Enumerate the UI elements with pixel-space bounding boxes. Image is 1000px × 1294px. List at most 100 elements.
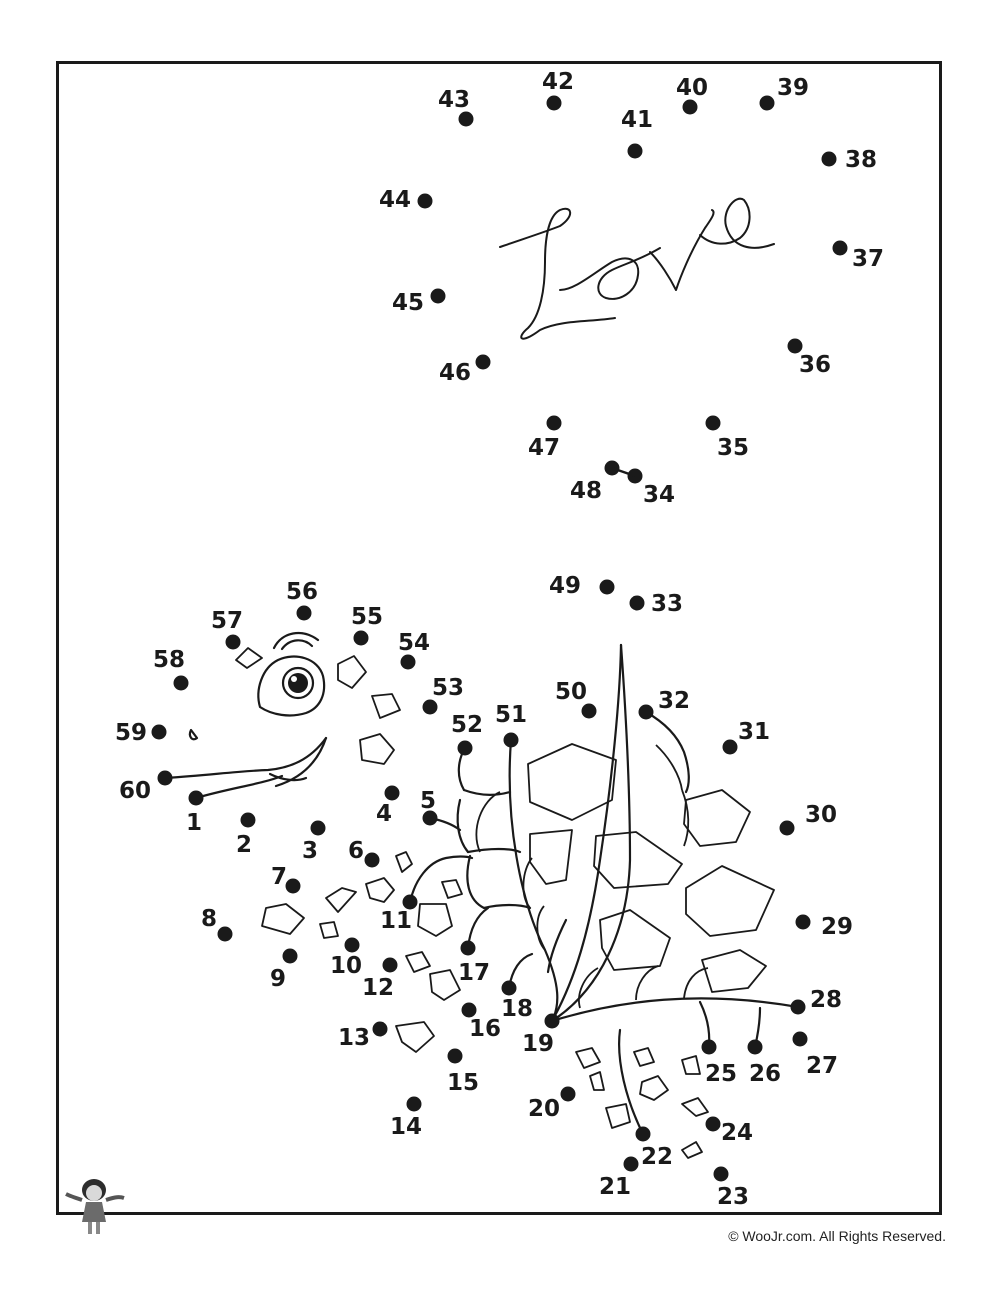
dot-label-4: 4 [376, 801, 392, 827]
dot-label-23: 23 [717, 1184, 749, 1210]
dot-label-20: 20 [528, 1096, 560, 1122]
dot-label-17: 17 [458, 960, 490, 986]
dot-4 [384, 785, 400, 801]
dot-label-51: 51 [495, 702, 527, 728]
dot-label-33: 33 [651, 591, 683, 617]
dot-label-44: 44 [379, 187, 411, 213]
dot-label-8: 8 [201, 906, 217, 932]
dot-41 [627, 143, 643, 159]
dot-46 [475, 354, 491, 370]
dot-label-2: 2 [236, 832, 252, 858]
dot-13 [372, 1021, 388, 1037]
dot-54 [400, 654, 416, 670]
dot-26 [747, 1039, 763, 1055]
dot-label-27: 27 [806, 1053, 838, 1079]
dot-20 [560, 1086, 576, 1102]
dot-55 [353, 630, 369, 646]
dot-14 [406, 1096, 422, 1112]
dot-label-59: 59 [115, 720, 147, 746]
dot-38 [821, 151, 837, 167]
worksheet-border [56, 61, 942, 1215]
dot-1 [188, 790, 204, 806]
dot-label-14: 14 [390, 1114, 422, 1140]
dot-label-12: 12 [362, 975, 394, 1001]
wing-drawing [408, 643, 800, 1136]
dot-label-35: 35 [717, 435, 749, 461]
mascot-icon [65, 1179, 125, 1234]
dot-60 [157, 770, 173, 786]
dot-label-40: 40 [676, 75, 708, 101]
dot-label-60: 60 [119, 778, 151, 804]
dot-label-31: 31 [738, 719, 770, 745]
dot-label-45: 45 [392, 290, 424, 316]
dot-label-43: 43 [438, 87, 470, 113]
dot-33 [629, 595, 645, 611]
dot-17 [460, 940, 476, 956]
dot-40 [682, 99, 698, 115]
dot-30 [779, 820, 795, 836]
dot-label-54: 54 [398, 630, 430, 656]
dot-label-7: 7 [271, 864, 287, 890]
dot-51 [503, 732, 519, 748]
dot-label-52: 52 [451, 712, 483, 738]
dot-18 [501, 980, 517, 996]
dot-29 [795, 914, 811, 930]
dot-56 [296, 605, 312, 621]
dot-label-25: 25 [705, 1061, 737, 1087]
dot-21 [623, 1156, 639, 1172]
dot-label-1: 1 [186, 810, 202, 836]
dot-9 [282, 948, 298, 964]
dot-label-37: 37 [852, 246, 884, 272]
dot-label-18: 18 [501, 996, 533, 1022]
dot-16 [461, 1002, 477, 1018]
dot-label-48: 48 [570, 478, 602, 504]
dot-35 [705, 415, 721, 431]
dot-label-56: 56 [286, 579, 318, 605]
dot-22 [635, 1126, 651, 1142]
dot-label-58: 58 [153, 647, 185, 673]
dot-label-21: 21 [599, 1174, 631, 1200]
dot-49 [599, 579, 615, 595]
dot-label-3: 3 [302, 838, 318, 864]
bird-drawing [164, 631, 709, 1159]
dot-label-29: 29 [821, 914, 853, 940]
dot-36 [787, 338, 803, 354]
dot-label-46: 46 [439, 360, 471, 386]
dot-15 [447, 1048, 463, 1064]
dot-57 [225, 634, 241, 650]
copyright-notice: © WooJr.com. All Rights Reserved. [728, 1228, 946, 1244]
dot-label-22: 22 [641, 1144, 673, 1170]
dot-label-6: 6 [348, 838, 364, 864]
dot-5 [422, 810, 438, 826]
dot-label-55: 55 [351, 604, 383, 630]
dot-label-49: 49 [549, 573, 581, 599]
dot-50 [581, 703, 597, 719]
dot-12 [382, 957, 398, 973]
dot-23 [713, 1166, 729, 1182]
dot-24 [705, 1116, 721, 1132]
dot-label-10: 10 [330, 953, 362, 979]
dot-10 [344, 937, 360, 953]
dot-label-53: 53 [432, 675, 464, 701]
dot-label-36: 36 [799, 352, 831, 378]
dot-label-38: 38 [845, 147, 877, 173]
dot-47 [546, 415, 562, 431]
dot-label-34: 34 [643, 482, 675, 508]
dot-label-13: 13 [338, 1025, 370, 1051]
dot-label-41: 41 [621, 107, 653, 133]
dot-43 [458, 111, 474, 127]
dot-28 [790, 999, 806, 1015]
dot-59 [151, 724, 167, 740]
dot-27 [792, 1031, 808, 1047]
connector-48-34 [611, 466, 636, 478]
dot-31 [722, 739, 738, 755]
dot-label-50: 50 [555, 679, 587, 705]
dot-label-15: 15 [447, 1070, 479, 1096]
dot-53 [422, 699, 438, 715]
dot-58 [173, 675, 189, 691]
dot-label-47: 47 [528, 435, 560, 461]
dot-label-5: 5 [420, 788, 436, 814]
